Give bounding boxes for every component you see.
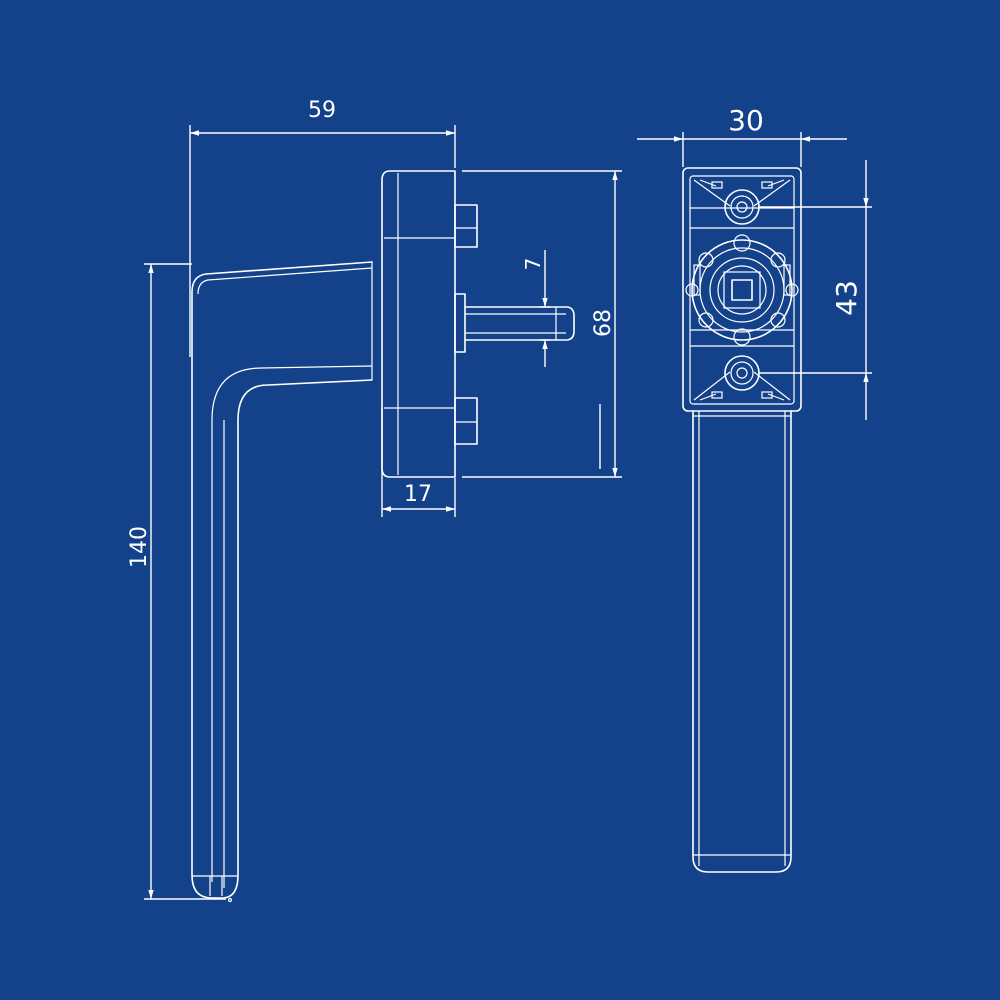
handle-lever-outline [191,261,373,903]
dimension-screw-spacing-label: 43 [830,280,863,316]
dimension-handle-length-label: 140 [127,526,152,568]
dimension-rose-height: 68 [462,170,622,478]
dimension-rose-depth: 17 [381,408,456,517]
spindle-hub [685,234,799,346]
dimension-handle-length: 140 [127,263,226,900]
front-view: 30 43 [637,104,872,873]
screw-hole-top [724,189,760,225]
dimension-screw-spacing: 43 [759,160,872,420]
dimension-overall-depth: 59 [189,98,456,357]
side-view: 59 140 17 68 7 [127,98,622,903]
fixing-pin-top [454,204,478,248]
dimension-spindle-size-label: 7 [521,258,545,271]
screw-hole-bottom [724,355,760,391]
dimension-spindle-size: 7 [521,250,550,367]
dimension-rose-depth-label: 17 [404,482,432,507]
square-spindle [454,293,575,353]
dimension-rose-height-label: 68 [591,309,616,337]
rose-front-outline [682,167,802,412]
fixing-pin-bottom [454,397,478,445]
handle-front-outline [692,410,792,873]
dimension-rose-width: 30 [637,104,847,167]
dimension-rose-width-label: 30 [728,104,764,137]
rose-side-outline [381,170,456,478]
dimension-overall-depth-label: 59 [308,98,336,123]
